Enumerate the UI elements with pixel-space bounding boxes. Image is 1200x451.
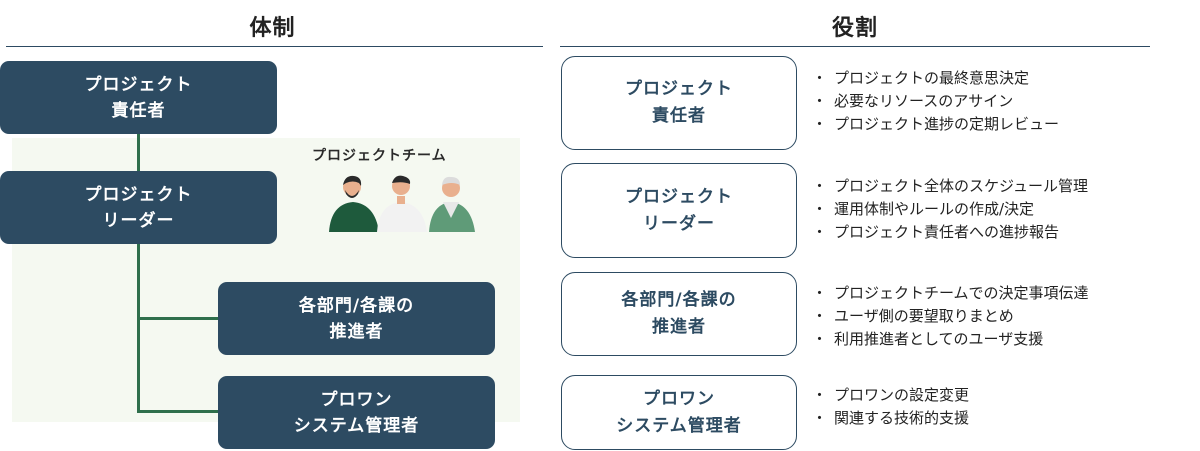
role-bullet-text: プロジェクト全体のスケジュール管理 bbox=[834, 177, 1088, 195]
role-bullet-text: プロジェクトチームでの決定事項伝達 bbox=[834, 284, 1089, 302]
bullet-marker: ・ bbox=[812, 69, 828, 87]
structure-box-line2: リーダー bbox=[102, 210, 175, 231]
project-team-label: プロジェクトチーム bbox=[312, 148, 447, 164]
bullet-marker: ・ bbox=[812, 200, 828, 218]
bullet-marker: ・ bbox=[812, 177, 828, 195]
role-bullet-text: プロジェクト責任者への進捗報告 bbox=[834, 223, 1060, 241]
bullet-marker: ・ bbox=[812, 223, 828, 241]
role-box-line2: リーダー bbox=[643, 213, 715, 234]
structure-heading: 体制 bbox=[249, 16, 296, 41]
role-bullet: ・ユーザ側の要望取りまとめ bbox=[812, 305, 1089, 328]
role-box-system-admin: プロワン システム管理者 bbox=[561, 375, 797, 450]
role-box-line1: プロワン bbox=[643, 388, 715, 409]
structure-box-line1: 各部門/各課の bbox=[298, 295, 415, 316]
role-bullets-project-leader: ・プロジェクト全体のスケジュール管理 ・運用体制やルールの作成/決定 ・プロジェ… bbox=[812, 175, 1088, 244]
connector-owner-leader bbox=[137, 134, 140, 172]
roles-heading: 役割 bbox=[831, 16, 878, 41]
bullet-marker: ・ bbox=[812, 284, 828, 302]
role-bullet: ・プロジェクト進捗の定期レビュー bbox=[812, 113, 1059, 136]
role-bullet-text: 必要なリソースのアサイン bbox=[834, 92, 1014, 110]
role-bullet: ・利用推進者としてのユーザ支援 bbox=[812, 328, 1089, 351]
role-box-line1: プロジェクト bbox=[625, 79, 733, 99]
role-bullets-department-promoters: ・プロジェクトチームでの決定事項伝達 ・ユーザ側の要望取りまとめ ・利用推進者と… bbox=[812, 282, 1089, 351]
bullet-marker: ・ bbox=[812, 386, 828, 404]
role-box-line1: プロジェクト bbox=[625, 186, 733, 207]
bullet-marker: ・ bbox=[812, 330, 828, 348]
role-bullet: ・プロワンの設定変更 bbox=[812, 384, 969, 407]
connector-trunk bbox=[137, 243, 140, 413]
bullet-marker: ・ bbox=[812, 115, 828, 133]
team-members-illustration bbox=[325, 172, 480, 232]
structure-heading-rule bbox=[6, 46, 543, 47]
connector-branch-promoters bbox=[137, 317, 219, 320]
structure-box-line1: プロワン bbox=[320, 389, 393, 410]
role-box-line2: 責任者 bbox=[652, 106, 706, 126]
structure-box-project-leader: プロジェクト リーダー bbox=[0, 171, 277, 244]
structure-box-project-owner: プロジェクト 責任者 bbox=[0, 61, 277, 134]
role-bullet: ・プロジェクトチームでの決定事項伝達 bbox=[812, 282, 1089, 305]
role-box-project-owner: プロジェクト 責任者 bbox=[561, 56, 797, 150]
structure-box-line2: 責任者 bbox=[111, 100, 166, 121]
role-bullet-text: プロジェクト進捗の定期レビュー bbox=[834, 115, 1060, 133]
bullet-marker: ・ bbox=[812, 92, 828, 110]
bullet-marker: ・ bbox=[812, 409, 828, 427]
role-bullet: ・運用体制やルールの作成/決定 bbox=[812, 198, 1088, 221]
role-bullet-text: 運用体制やルールの作成/決定 bbox=[834, 200, 1035, 218]
role-bullet: ・関連する技術的支援 bbox=[812, 407, 969, 430]
structure-box-department-promoters: 各部門/各課の 推進者 bbox=[218, 282, 495, 355]
structure-box-line2: 推進者 bbox=[329, 321, 384, 342]
role-box-line2: 推進者 bbox=[652, 317, 706, 337]
role-bullets-project-owner: ・プロジェクトの最終意思決定 ・必要なリソースのアサイン ・プロジェクト進捗の定… bbox=[812, 67, 1059, 136]
role-bullet: ・必要なリソースのアサイン bbox=[812, 90, 1059, 113]
role-bullet: ・プロジェクト全体のスケジュール管理 bbox=[812, 175, 1088, 198]
structure-box-line1: プロジェクト bbox=[84, 74, 193, 95]
role-bullet-text: プロジェクトの最終意思決定 bbox=[834, 69, 1030, 87]
role-box-project-leader: プロジェクト リーダー bbox=[561, 163, 797, 258]
role-bullet: ・プロジェクト責任者への進捗報告 bbox=[812, 221, 1088, 244]
role-bullet-text: 利用推進者としてのユーザ支援 bbox=[834, 330, 1044, 348]
role-box-line2: システム管理者 bbox=[616, 415, 742, 436]
connector-branch-sysadmin bbox=[137, 410, 219, 413]
role-box-department-promoters: 各部門/各課の 推進者 bbox=[561, 272, 797, 356]
structure-box-line1: プロジェクト bbox=[84, 184, 193, 205]
roles-heading-rule bbox=[560, 46, 1150, 47]
structure-box-system-admin: プロワン システム管理者 bbox=[218, 376, 495, 449]
role-box-line1: 各部門/各課の bbox=[621, 290, 737, 310]
structure-box-line2: システム管理者 bbox=[293, 415, 420, 436]
role-bullet-text: ユーザ側の要望取りまとめ bbox=[834, 307, 1014, 325]
role-bullet: ・プロジェクトの最終意思決定 bbox=[812, 67, 1059, 90]
bullet-marker: ・ bbox=[812, 307, 828, 325]
role-bullet-text: 関連する技術的支援 bbox=[834, 409, 970, 427]
role-bullet-text: プロワンの設定変更 bbox=[834, 386, 970, 404]
role-bullets-system-admin: ・プロワンの設定変更 ・関連する技術的支援 bbox=[812, 384, 969, 430]
